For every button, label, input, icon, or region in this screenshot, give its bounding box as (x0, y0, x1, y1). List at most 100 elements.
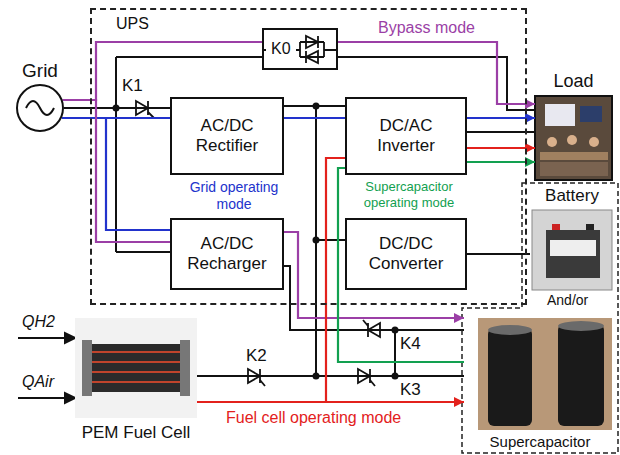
load-picture (535, 96, 612, 180)
thyristor-symbol (317, 36, 319, 48)
fuel-cell-picture (92, 352, 180, 382)
connector-line (62, 118, 170, 230)
black-wire (467, 131, 535, 133)
mode-label: Fuel cell operating mode (226, 408, 401, 427)
node-text: Load (553, 71, 593, 93)
flow-label: QAir (22, 372, 54, 391)
gas-inlet-arrow (18, 333, 75, 403)
node-text: AC/DC Rectifier (178, 116, 276, 157)
ups-housing: UPS K0AC/DC Rectifier DC/AC InverterAC/DC … (90, 8, 527, 305)
mode-connector (63, 42, 262, 100)
battery-picture (546, 230, 600, 278)
thyristor-symbol (136, 101, 148, 115)
connector-line (284, 117, 345, 119)
junction-dot (313, 103, 320, 110)
connector-line (467, 253, 530, 255)
thyristor-symbol (305, 51, 307, 63)
bypass-switch-box: K0 (262, 28, 338, 70)
junction-dot (113, 105, 120, 112)
mode-connector (467, 254, 530, 255)
node-text: Grid (22, 60, 58, 83)
thyristor-symbol (248, 369, 260, 383)
mode-connector (467, 113, 535, 123)
mode-label: Supercapacitor operating mode (347, 179, 471, 210)
supercapacitor-picture (488, 325, 532, 335)
fuel-cell-picture (75, 318, 197, 418)
junction-dot (392, 327, 399, 334)
black-wire (316, 239, 345, 241)
fuel-cell-picture (180, 340, 190, 396)
supercapacitor-picture (558, 324, 604, 426)
load-picture (589, 137, 599, 147)
node-text: Supercapacitor (464, 433, 616, 451)
connector-line (467, 161, 535, 163)
supercapacitor-picture (478, 318, 612, 430)
grid-sine (26, 101, 54, 115)
load-picture (535, 96, 612, 180)
storage-region (462, 183, 618, 453)
connector-line (338, 42, 535, 104)
switch-label: K3 (400, 380, 421, 400)
supercapacitor-picture (488, 328, 532, 426)
junction-dot (392, 373, 399, 380)
load-picture (540, 152, 608, 160)
supercapacitor-picture (558, 321, 604, 331)
mode-connector (467, 157, 535, 167)
switch-label: K1 (122, 76, 143, 96)
node-text: K0 (271, 39, 291, 58)
load-picture (547, 137, 557, 147)
converter-box: AC/DC Recharger (170, 218, 284, 290)
load-picture (567, 135, 577, 145)
load-node: Load (535, 96, 612, 180)
load-picture (580, 106, 602, 122)
gas-inlet-arrow (18, 397, 66, 399)
node-text: PEM Fuel Cell (82, 423, 191, 443)
mode-label: Grid operating mode (176, 179, 292, 213)
fuel-cell-picture (82, 340, 92, 396)
storage-region (462, 183, 618, 453)
mode-connector (284, 118, 345, 119)
thyristor-symbol (260, 380, 265, 386)
arrow-head (454, 397, 464, 407)
thyristor-symbol (363, 320, 368, 326)
fuel-cell-picture (92, 344, 180, 392)
node-text: Battery (530, 186, 614, 206)
arrow-head (454, 313, 464, 323)
gas-inlet-arrow (65, 393, 75, 403)
thyristor-symbol (306, 36, 318, 48)
junction-dot (313, 373, 320, 380)
load-picture (545, 104, 575, 126)
note-label: And/or (547, 292, 588, 309)
node-text: AC/DC Recharger (178, 234, 276, 275)
gas-inlet-arrow (18, 337, 66, 339)
fuel-cell-node: PEM Fuel Cell (75, 318, 197, 418)
gas-inlet-arrow (65, 333, 75, 343)
converter-box: DC/AC Inverter (345, 97, 467, 175)
mode-label: Bypass mode (378, 18, 475, 37)
node-text: DC/AC Inverter (353, 116, 459, 157)
mode-connector (62, 118, 170, 230)
grid-source: Grid (16, 84, 64, 132)
black-wire (324, 49, 338, 51)
node-text: DC/DC Converter (353, 234, 459, 275)
thyristor-symbol (358, 369, 370, 383)
load-picture (540, 162, 608, 176)
node-text: UPS (116, 14, 149, 33)
converter-box: AC/DC Rectifier (170, 97, 284, 175)
connector-line (63, 100, 170, 242)
battery-picture (552, 224, 560, 230)
connector-line (467, 117, 535, 119)
thyristor-symbol (368, 323, 380, 337)
black-wire (116, 56, 262, 58)
mode-connector (63, 100, 170, 242)
fuel-cell-picture (75, 318, 197, 418)
supercapacitor-picture (478, 318, 612, 430)
converter-box: DC/DC Converter (345, 218, 467, 290)
battery-node: Battery (530, 186, 614, 292)
black-wire (116, 251, 170, 253)
mode-connector (467, 143, 535, 153)
connector-line (467, 147, 535, 149)
grid-sine (26, 101, 54, 115)
black-wire (197, 375, 464, 377)
